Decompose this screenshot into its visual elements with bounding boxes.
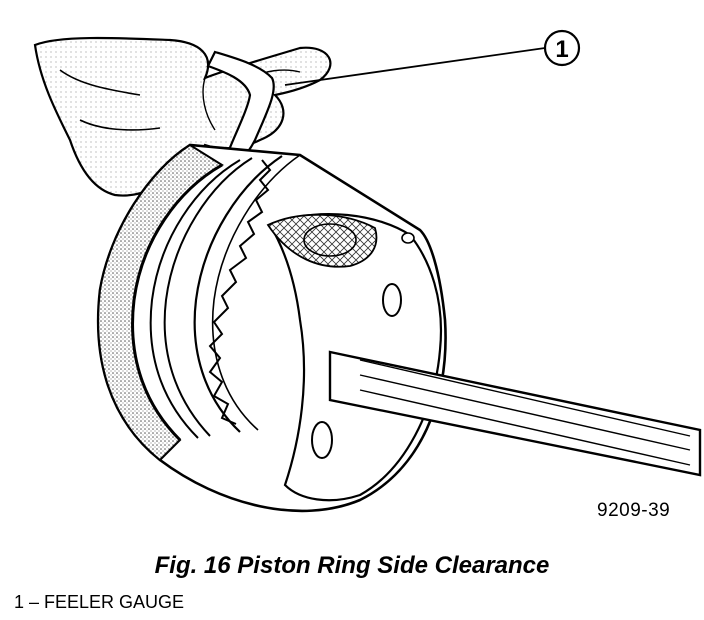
- legend-item: 1 – FEELER GAUGE: [14, 592, 185, 612]
- piston-ring-illustration: 1: [33, 29, 702, 513]
- callout-1: 1: [284, 29, 581, 86]
- piston: [96, 143, 447, 513]
- figure-caption: Fig. 16 Piston Ring Side Clearance: [154, 552, 550, 579]
- callout-number: 1: [555, 36, 568, 63]
- connecting-rod: [328, 350, 702, 477]
- figure-code: 9209-39: [597, 500, 671, 521]
